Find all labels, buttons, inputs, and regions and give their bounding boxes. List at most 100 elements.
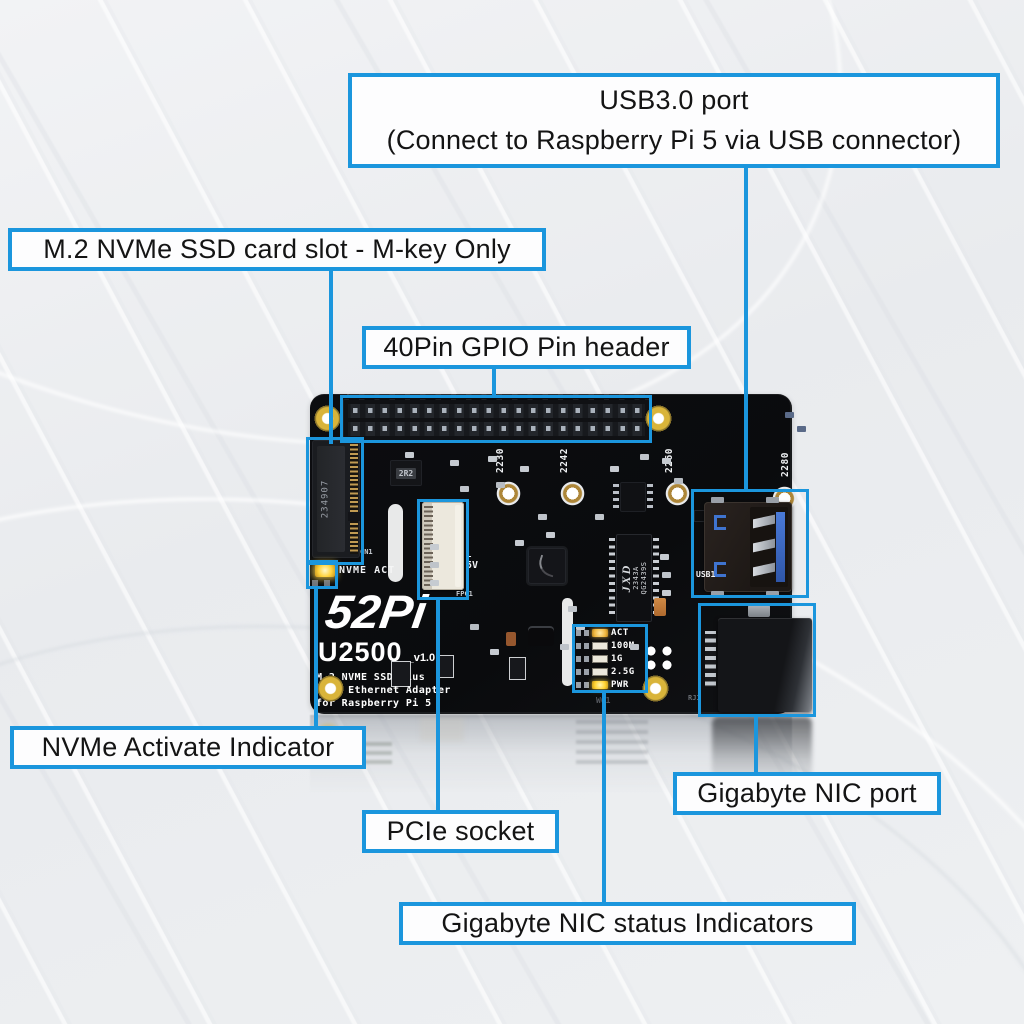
usb-blue-tongue	[776, 512, 785, 582]
pcie-highlight-box	[417, 499, 469, 600]
passive-components	[405, 452, 414, 458]
gpio-pin-row	[348, 422, 645, 436]
usb-shell-tab	[711, 497, 724, 503]
silkscreen-fpc1: FPC1	[456, 590, 473, 598]
board-slot-cutout	[562, 598, 573, 686]
led-label: 100M	[611, 640, 635, 651]
usb-opening	[750, 507, 788, 587]
led-label: PWR	[611, 679, 629, 690]
usb-shell-tab	[766, 591, 779, 597]
mounting-hole	[314, 405, 341, 432]
m2-highlight-box	[306, 437, 364, 565]
callout-line-gpio	[492, 367, 496, 398]
m2-slot	[312, 440, 360, 558]
resistor-pads	[576, 642, 589, 649]
led-row-1g: 1G	[576, 652, 662, 665]
silkscreen-cn1: CN1	[360, 548, 373, 556]
callout-line-pcie	[436, 598, 440, 812]
via-holes	[646, 646, 672, 670]
tantalum-capacitor	[654, 598, 666, 616]
transformer-code: QG2439S	[640, 561, 648, 595]
transistor	[510, 658, 525, 679]
pcie-fpc-socket	[422, 502, 464, 590]
ethernet-port	[718, 605, 812, 712]
board-description: M.2 NVME SSD plus 2.5G Ethernet Adapter …	[316, 671, 451, 710]
callout-line-m2	[329, 268, 333, 444]
usb-label-line2: (Connect to Raspberry Pi 5 via USB conne…	[386, 124, 962, 155]
resistor-pads	[576, 681, 589, 688]
capacitor	[528, 626, 554, 646]
silkscreen-2280: 2280	[779, 451, 791, 477]
led-row-100m: 100M	[576, 639, 662, 652]
resistor-pads	[576, 629, 589, 636]
callout-line-nic-status	[602, 691, 606, 904]
ssd-standoff-hole-2242	[560, 481, 585, 506]
transistor	[392, 662, 410, 686]
nvme-led-highlight-box	[306, 560, 338, 589]
led-1g	[592, 654, 608, 663]
m2-key-notch	[348, 512, 360, 521]
usb-shell-tab	[766, 497, 779, 503]
transformer-brand: JXD	[619, 563, 633, 593]
silkscreen-2242: 2242	[558, 447, 570, 473]
transformer-marking: JXD 2343A QG2439S	[617, 536, 651, 620]
callout-line-usb	[744, 166, 748, 491]
model-text: U2500_v1.0	[318, 637, 436, 667]
callout-label-nic-status: Gigabyte NIC status Indicators	[399, 902, 856, 945]
led-row-pwr: PWR	[576, 678, 662, 691]
callout-label-gpio: 40Pin GPIO Pin header	[362, 326, 691, 369]
led-100m	[592, 641, 608, 650]
resistor-pads	[576, 655, 589, 662]
gpio-highlight-box	[340, 395, 652, 443]
usb3-port	[704, 497, 792, 597]
led-row-act: ACT	[576, 626, 662, 639]
ethernet-highlight-box	[698, 603, 816, 717]
ethernet-transformer-chip: JXD 2343A QG2439S	[609, 534, 659, 622]
usb-blue-bracket	[714, 515, 726, 530]
ethernet-shell-tab	[748, 605, 770, 617]
silkscreen-nvme-act: NVME ACT	[339, 565, 396, 576]
nvme-controller-chip	[528, 548, 566, 584]
m2-slot-cavity	[317, 446, 345, 552]
resistor-pads	[576, 668, 589, 675]
mounting-hole	[317, 675, 344, 702]
silkscreen-rj1: RJ1	[688, 694, 701, 702]
callout-label-usb: USB3.0 port (Connect to Raspberry Pi 5 v…	[348, 73, 1000, 168]
usb-shell-tab	[711, 591, 724, 597]
nvme-activity-led	[315, 564, 335, 577]
callout-label-pcie: PCIe socket	[362, 810, 559, 853]
callout-label-nvme: NVMe Activate Indicator	[10, 726, 366, 769]
callout-line-nic-port	[754, 715, 758, 774]
ethernet-pins	[704, 630, 717, 688]
m2-gold-pins	[350, 444, 358, 554]
pcb-board: 234907 CN1 NVME ACT 52Pi U2500_v1.0 M.2 …	[310, 394, 812, 714]
led-highlight-box	[572, 624, 648, 693]
brand-logo: 52Pi	[322, 585, 431, 638]
usb-highlight-box	[691, 489, 809, 598]
led-label: ACT	[611, 627, 629, 638]
desc-line: for Raspberry Pi 5	[316, 698, 432, 709]
ssd-standoff-hole-2230	[496, 481, 521, 506]
callout-label-nic-port: Gigabyte NIC port	[673, 772, 941, 815]
led-pwr	[592, 680, 608, 689]
ssd-standoff-hole-2260	[665, 481, 690, 506]
soic8-chip	[613, 482, 653, 512]
led-label: 2.5G	[611, 666, 635, 677]
nic-status-leds: ACT 100M 1G 2.5G PWR	[576, 626, 662, 691]
transistor	[438, 656, 453, 677]
gpio-pin-row	[348, 404, 645, 418]
led-2-5g	[592, 667, 608, 676]
usb-blue-bracket	[714, 562, 726, 577]
led-act	[592, 628, 608, 637]
usb-label-line1: USB3.0 port	[599, 85, 749, 116]
silkscreen-2260: 2260	[663, 447, 675, 473]
desc-line: M.2 NVME SSD plus	[316, 672, 426, 683]
desc-line: 2.5G Ethernet Adapter	[316, 685, 451, 696]
version-text: _v1.0	[407, 652, 436, 664]
callout-label-m2: M.2 NVMe SSD card slot - M-key Only	[8, 228, 546, 271]
led-row-2-5g: 2.5G	[576, 665, 662, 678]
callout-line-nvme	[314, 586, 318, 728]
silkscreen-2230: 2230	[494, 447, 506, 473]
capacitor	[506, 632, 516, 646]
